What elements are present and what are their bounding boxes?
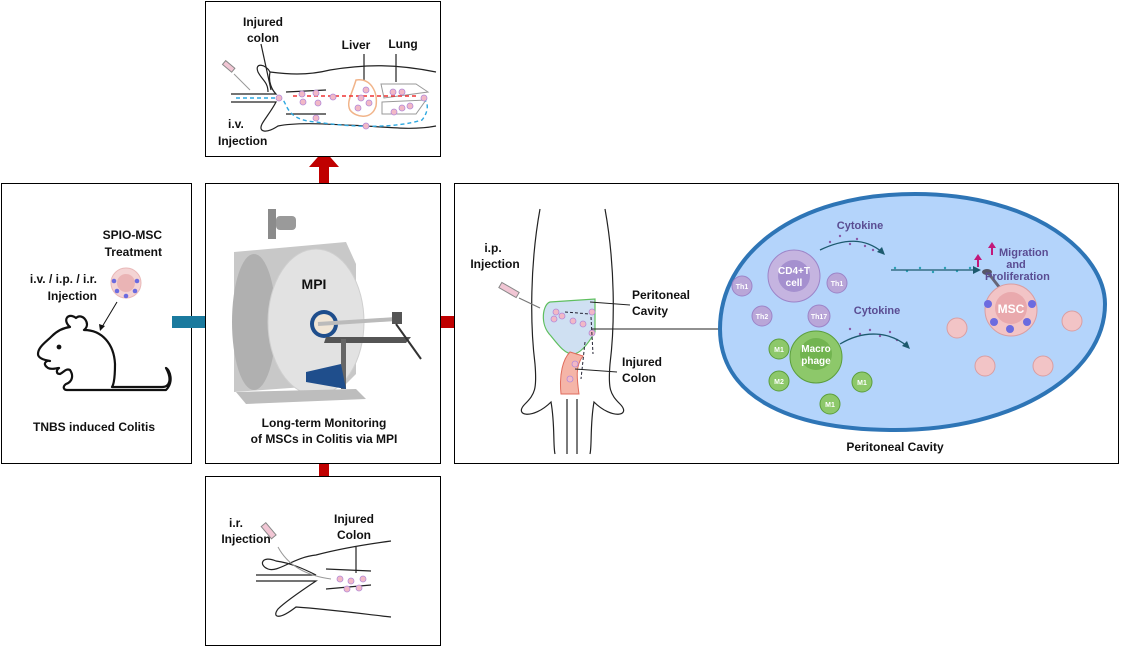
ir-illustration: i.r. Injection Injured Colon xyxy=(221,512,392,618)
macrophage-cell: Macro phage xyxy=(789,330,843,384)
ip-illustration: i.p. Injection Peritoneal Cavity Injured… xyxy=(470,191,1108,455)
mpi-device-label: MPI xyxy=(302,276,327,292)
migration-label: Migration xyxy=(999,247,1049,259)
spio-msc-title: SPIO-MSC xyxy=(103,228,163,242)
mouse-icon xyxy=(36,314,172,392)
cytokine-particles xyxy=(828,234,899,342)
svg-text:Th17: Th17 xyxy=(811,314,827,321)
svg-text:Th2: Th2 xyxy=(756,314,769,321)
svg-text:phage: phage xyxy=(801,356,831,367)
svg-text:Cavity: Cavity xyxy=(632,304,668,318)
injured-colon-organ xyxy=(560,351,584,395)
svg-text:M1: M1 xyxy=(825,402,835,409)
arrowhead-icon xyxy=(902,341,910,349)
liver-organ xyxy=(347,79,378,117)
svg-text:Colon: Colon xyxy=(622,371,656,385)
spio-msc-cell-icon xyxy=(110,267,142,299)
migration-path xyxy=(564,311,594,380)
svg-text:cell: cell xyxy=(786,278,803,289)
mouse-body-outline xyxy=(231,43,437,132)
svg-text:colon: colon xyxy=(247,31,279,45)
t-cell-th2: Th2 xyxy=(751,305,773,327)
svg-text:CD4+T: CD4+T xyxy=(778,266,810,277)
syringe-icon xyxy=(260,522,332,580)
cytokine-arrow-bottom xyxy=(839,333,908,347)
svg-text:Colon: Colon xyxy=(337,528,371,542)
treatment-illustration: SPIO-MSC Treatment i.v. / i.p. / i.r. In… xyxy=(30,228,172,434)
cd4-t-cell: CD4+T cell xyxy=(767,249,821,303)
peritoneal-cavity-caption: Peritoneal Cavity xyxy=(846,440,944,454)
injection-label: Injection xyxy=(48,289,97,303)
svg-text:Th1: Th1 xyxy=(736,284,749,291)
ip-panel: i.p. Injection Peritoneal Cavity Injured… xyxy=(454,183,1119,464)
cytokine-arrow-top xyxy=(819,240,883,253)
msc-dots xyxy=(336,575,367,593)
arrowhead-icon xyxy=(973,266,981,274)
macrophage-m1: M1 xyxy=(768,338,790,360)
mpi-scanner-illustration: MPI Long-term Monitoring of MSCs in Coli… xyxy=(232,209,422,446)
arrow-icon xyxy=(99,301,118,331)
macrophage-m2: M2 xyxy=(768,370,790,392)
leader-line xyxy=(574,368,618,373)
peritoneal-cavity-label: Peritoneal xyxy=(632,288,690,302)
mpi-caption-line2: of MSCs in Colitis via MPI xyxy=(251,432,398,446)
msc-cell: MSC xyxy=(984,283,1038,337)
mpi-panel: MPI Long-term Monitoring of MSCs in Coli… xyxy=(205,183,441,464)
iv-illustration: Injured colon Liver Lung i.v. In xyxy=(218,15,437,148)
treatment-title: Treatment xyxy=(105,245,162,259)
proliferation-label: Proliferation xyxy=(985,271,1050,283)
injured-colon-label: Injured xyxy=(243,15,283,29)
mouse-body-outline xyxy=(256,540,392,618)
liver-label: Liver xyxy=(342,38,371,52)
ir-panel: i.r. Injection Injured Colon xyxy=(205,476,441,646)
cytokine-label-top: Cytokine xyxy=(837,220,883,232)
peritoneal-cavity-zoom xyxy=(717,191,1108,433)
arrowhead-icon xyxy=(877,247,885,255)
iv-route-label: i.v. xyxy=(228,117,244,131)
syringe-icon xyxy=(221,59,251,91)
iv-panel: Injured colon Liver Lung i.v. In xyxy=(205,1,441,157)
small-msc xyxy=(946,310,1083,377)
lung-organ xyxy=(380,83,430,115)
route-label: i.v. / i.p. / i.r. xyxy=(30,272,97,286)
svg-text:MSC: MSC xyxy=(998,302,1025,316)
cytokine-label-bottom: Cytokine xyxy=(854,305,900,317)
lung-label: Lung xyxy=(388,37,417,51)
treatment-panel: SPIO-MSC Treatment i.v. / i.p. / i.r. In… xyxy=(1,183,192,464)
peritoneal-cavity-region xyxy=(542,298,596,355)
mpi-scanner-icon xyxy=(232,209,422,404)
iv-injection-label: Injection xyxy=(218,134,267,148)
ir-route-label: i.r. xyxy=(229,516,243,530)
svg-text:and: and xyxy=(1006,259,1026,271)
ir-injection-label: Injection xyxy=(221,532,270,546)
msc-dots xyxy=(275,86,428,130)
mpi-caption-line1: Long-term Monitoring xyxy=(262,416,387,430)
svg-text:Macro: Macro xyxy=(801,344,830,355)
t-cell-th17: Th17 xyxy=(807,304,831,328)
leader-line xyxy=(589,301,631,306)
ip-injured-colon-label: Injured xyxy=(622,355,662,369)
svg-text:M2: M2 xyxy=(774,379,784,386)
ir-injured-colon-label: Injured xyxy=(334,512,374,526)
macrophage-m1: M1 xyxy=(851,371,873,393)
mouse-abdomen-outline xyxy=(520,208,625,455)
up-arrow-icon xyxy=(974,242,996,267)
svg-text:M1: M1 xyxy=(857,380,867,387)
syringe-icon xyxy=(498,281,541,309)
svg-text:M1: M1 xyxy=(774,347,784,354)
macrophage-m1: M1 xyxy=(819,393,841,415)
t-cell-th1: Th1 xyxy=(731,275,753,297)
t-cell-th1: Th1 xyxy=(826,272,848,294)
panel-caption: TNBS induced Colitis xyxy=(33,420,155,434)
ip-route-label: i.p. xyxy=(484,241,501,255)
ip-injection-label: Injection xyxy=(470,257,519,271)
svg-text:Th1: Th1 xyxy=(831,281,844,288)
